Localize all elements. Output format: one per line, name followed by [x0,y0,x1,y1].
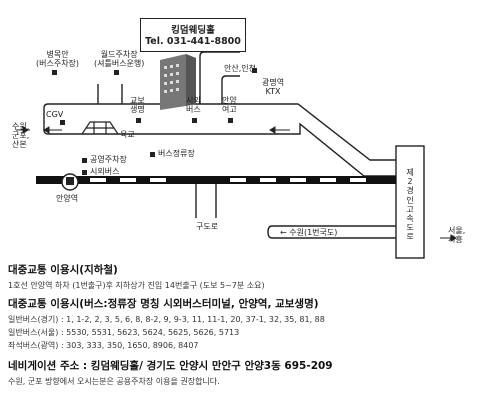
label-byeongmokan: 병목안 (버스주차장) [36,50,80,68]
road-network [16,39,457,259]
marker-byeongmokan [52,70,57,75]
location-map: 킹덤웨딩홀 Tel. 031-441-8800 병목안 (버스주차장) 월드주차… [12,18,466,259]
label-overpass: 육교 [120,130,135,139]
subway-text: 1호선 안양역 하차 (1번출구)후 지하상가 진입 14번출구 (도보 5~7… [8,281,265,290]
label-suwon-national: ← 수원(1번국도) [280,228,338,237]
marker-bus-stop [150,152,155,157]
marker-intercity-bus [82,170,87,175]
north-roads [97,51,240,104]
label-intercity-bus: 시외버스 [90,167,120,176]
label-gyobo: 교보 생명 [130,96,145,114]
label-suwon-west: 수원, 군포, 산본 [12,122,30,149]
label-world-parking: 월드주차장 (셔틀버스운행) [94,50,145,68]
label-bus-stop: 버스정류장 [158,149,195,158]
expressway-road [395,145,425,259]
label-ansan: 안산,인천 [224,64,256,73]
label-siwoe: 시외 버스 [186,96,201,114]
bus-title: 대중교통 이용시(버스:정류장 명칭 시외버스터미널, 안양역, 교보생명) [8,298,319,310]
bus-line-seoul: 일반버스(서울) : 5530, 5531, 5623, 5624, 5625,… [8,328,240,337]
navigation-text: 수원, 군포 방향에서 오시는분은 공용주차장 이용을 권장합니다. [8,377,220,386]
venue-name: 킹덤웨딩홀 [171,25,215,36]
label-gudoro: 구도로 [196,222,219,231]
bus-line-express: 좌석버스(광역) : 303, 333, 350, 1650, 8906, 84… [8,341,199,350]
railroad [36,176,396,184]
marker-cgv [60,120,65,125]
main-road [43,103,402,177]
national-road [267,225,396,239]
bus-line-gyeonggi: 일반버스(경기) : 1, 1-2, 2, 3, 5, 6, 8, 8-2, 9… [8,315,325,324]
marker-gyobo [136,118,141,123]
marker-gwangmyeong [252,68,257,73]
subway-title: 대중교통 이용시(지하철) [8,264,118,276]
station-icon [61,173,79,191]
label-expressway: 제2경인고속도로 [406,168,414,242]
label-seoul: 서울, 시흥 [448,226,466,244]
marker-siwoe [192,118,197,123]
label-public-parking: 공영주차장 [90,155,127,164]
label-anyang-girls: 안양 여고 [222,96,237,114]
label-cgv: CGV [46,110,64,119]
label-anyang-station: 안양역 [56,194,79,203]
marker-anyang-girls [228,118,233,123]
navigation-title: 네비게이션 주소 : 킹덤웨딩홀/ 경기도 안양시 만안구 안양3동 695-2… [8,360,333,372]
overpass-icon [81,121,119,135]
direction-arrows [16,126,457,242]
venue-tel: Tel. 031-441-8800 [145,36,241,47]
marker-public-parking [82,158,87,163]
venue-callout: 킹덤웨딩홀 Tel. 031-441-8800 [140,18,246,52]
marker-world-parking [114,70,119,75]
label-gwangmyeong: 광명역 KTX [262,78,285,96]
